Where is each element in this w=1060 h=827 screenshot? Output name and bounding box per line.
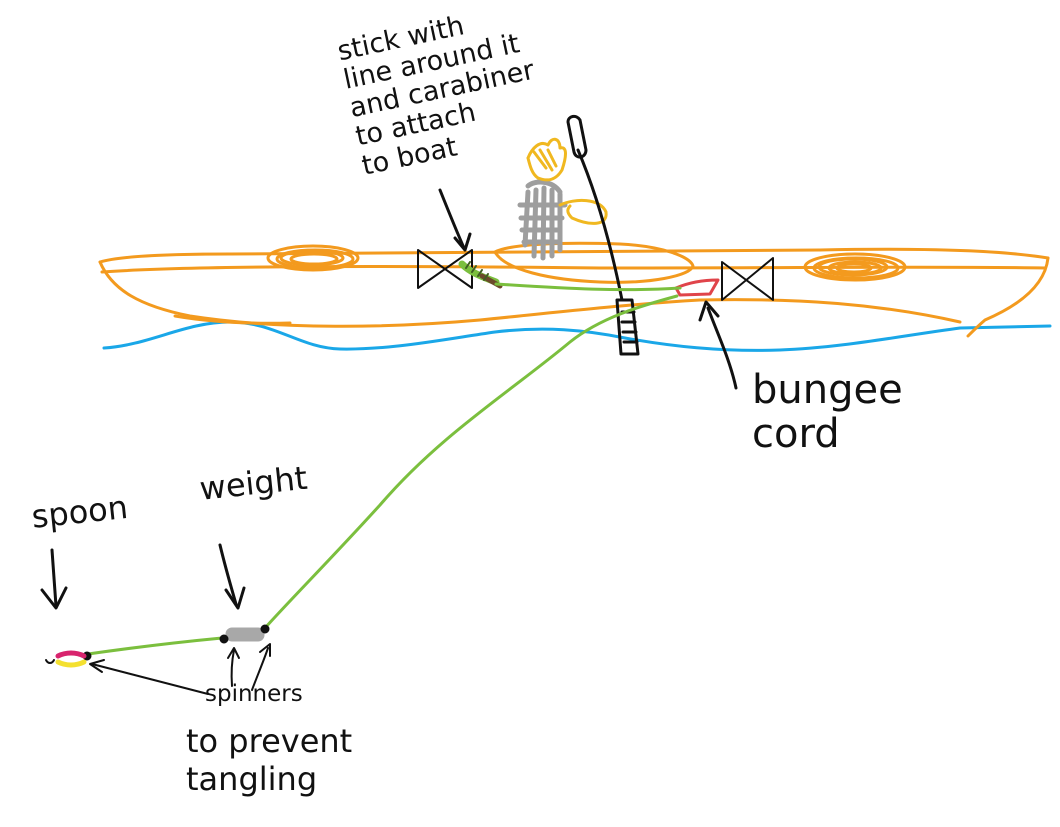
bungee-cord <box>676 280 718 295</box>
arrow-spinner-spoon <box>90 660 208 694</box>
label-spinners: spinners <box>205 682 303 707</box>
arrow-weight <box>220 545 244 608</box>
fishing-line <box>88 284 680 654</box>
paddle-shaft <box>578 150 622 300</box>
paddler <box>520 139 606 258</box>
label-bungee-cord: bungee cord <box>752 368 903 456</box>
cockpit <box>495 243 693 282</box>
arrow-bungee <box>700 302 736 388</box>
paddler-body <box>520 182 565 258</box>
arrow-spoon <box>42 550 66 608</box>
paddler-hair <box>528 139 566 180</box>
kayak-hull <box>100 249 1048 336</box>
spoon-lure <box>46 653 84 665</box>
arrow-stick <box>440 190 470 250</box>
spinner-right <box>261 625 269 633</box>
spinner-left <box>220 635 228 643</box>
deck-rigging-rear <box>722 258 773 300</box>
weight <box>226 628 264 641</box>
label-to-prevent-tangling: to prevent tangling <box>186 722 352 799</box>
front-hatch <box>268 246 358 270</box>
paddle <box>568 116 638 354</box>
